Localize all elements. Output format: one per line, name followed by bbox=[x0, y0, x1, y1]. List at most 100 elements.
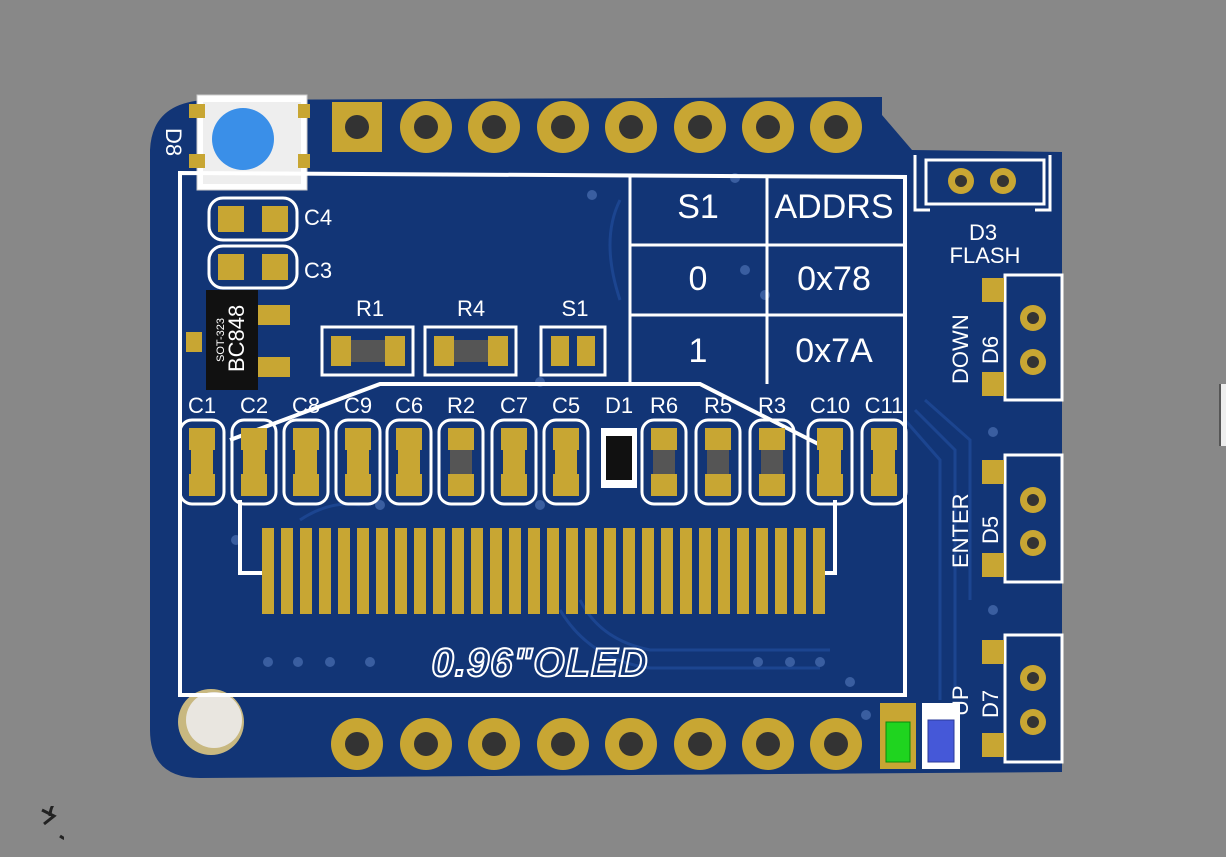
table-header-s1: S1 bbox=[677, 188, 719, 226]
label-s1: S1 bbox=[562, 296, 589, 321]
label-r4: R4 bbox=[457, 296, 485, 321]
label-c8: C8 bbox=[292, 393, 320, 418]
oled-fpc-pads bbox=[262, 528, 825, 614]
component-c9 bbox=[334, 418, 382, 506]
label-r1: R1 bbox=[356, 296, 384, 321]
address-table bbox=[628, 177, 905, 384]
label-d1: D1 bbox=[605, 393, 633, 418]
fpc-pad bbox=[813, 528, 825, 614]
component-c5 bbox=[542, 418, 590, 506]
label-c3: C3 bbox=[304, 258, 332, 283]
copper-traces bbox=[299, 199, 972, 700]
component-r6 bbox=[640, 418, 688, 506]
fpc-pad bbox=[756, 528, 768, 614]
button-down-label: DOWN bbox=[948, 314, 973, 384]
rgb-led-d8 bbox=[189, 94, 310, 191]
fpc-pad bbox=[528, 528, 540, 614]
bottom-header-pins bbox=[331, 718, 862, 770]
button-up-footprint bbox=[982, 633, 1064, 764]
transistor-bc848 bbox=[186, 290, 290, 390]
table-cell-addr-row2: 0x7A bbox=[795, 332, 873, 370]
fpc-pad bbox=[395, 528, 407, 614]
label-c5: C5 bbox=[552, 393, 580, 418]
oled-title: 0.96"OLED bbox=[432, 641, 649, 685]
button-enter-footprint bbox=[982, 453, 1064, 584]
fpc-pad bbox=[699, 528, 711, 614]
fpc-pad bbox=[604, 528, 616, 614]
fpc-pad bbox=[357, 528, 369, 614]
flash-button-footprint bbox=[913, 155, 1052, 212]
label-r5: R5 bbox=[704, 393, 732, 418]
label-c2: C2 bbox=[240, 393, 268, 418]
table-cell-addr-row1: 0x78 bbox=[797, 260, 871, 298]
jumper-s1 bbox=[539, 325, 607, 377]
component-c2 bbox=[230, 418, 278, 506]
component-c11 bbox=[860, 418, 908, 506]
table-header-addrs: ADDRS bbox=[774, 188, 893, 226]
fpc-pad bbox=[452, 528, 464, 614]
label-c6: C6 bbox=[395, 393, 423, 418]
table-cell-s1-row2: 1 bbox=[689, 332, 708, 370]
panel-handle-icon[interactable] bbox=[1219, 384, 1226, 446]
flash-pin-label: D3 bbox=[969, 220, 997, 245]
fpc-pad bbox=[775, 528, 787, 614]
fpc-pad bbox=[414, 528, 426, 614]
button-down-footprint bbox=[982, 273, 1064, 402]
fpc-pad bbox=[680, 528, 692, 614]
component-r3 bbox=[748, 418, 796, 506]
label-c1: C1 bbox=[188, 393, 216, 418]
capacitor-c4 bbox=[207, 196, 299, 242]
fpc-pad bbox=[566, 528, 578, 614]
fpc-pad bbox=[376, 528, 388, 614]
fpc-pad bbox=[433, 528, 445, 614]
fpc-pad bbox=[661, 528, 673, 614]
component-r2 bbox=[437, 418, 485, 506]
fpc-pad bbox=[737, 528, 749, 614]
top-header-pins bbox=[332, 101, 862, 153]
fpc-pad bbox=[642, 528, 654, 614]
button-up-pin: D7 bbox=[978, 690, 1003, 718]
fpc-pad bbox=[509, 528, 521, 614]
fpc-pad bbox=[623, 528, 635, 614]
blue-led bbox=[922, 703, 960, 769]
transistor-part: BC848 bbox=[224, 305, 249, 372]
capacitor-c3 bbox=[207, 244, 299, 290]
fpc-pad bbox=[490, 528, 502, 614]
label-c10: C10 bbox=[810, 393, 850, 418]
table-cell-s1-row1: 0 bbox=[689, 260, 708, 298]
fpc-pad bbox=[281, 528, 293, 614]
fpc-pad bbox=[319, 528, 331, 614]
fpc-pad bbox=[300, 528, 312, 614]
fpc-pad bbox=[794, 528, 806, 614]
button-enter-label: ENTER bbox=[948, 493, 973, 568]
fpc-pad bbox=[585, 528, 597, 614]
reload-icon[interactable] bbox=[8, 791, 100, 852]
flash-name-label: FLASH bbox=[950, 243, 1021, 268]
resistor-r1 bbox=[320, 325, 415, 377]
fpc-pad bbox=[471, 528, 483, 614]
button-enter-pin: D5 bbox=[978, 516, 1003, 544]
label-c7: C7 bbox=[500, 393, 528, 418]
component-row bbox=[178, 418, 908, 506]
green-led bbox=[880, 703, 916, 769]
button-down-pin: D6 bbox=[978, 336, 1003, 364]
fpc-pad bbox=[547, 528, 559, 614]
component-c7 bbox=[490, 418, 538, 506]
label-c9: C9 bbox=[344, 393, 372, 418]
component-c1 bbox=[178, 418, 226, 506]
label-r3: R3 bbox=[758, 393, 786, 418]
pin-d8-label: D8 bbox=[161, 128, 186, 156]
fpc-pad bbox=[718, 528, 730, 614]
component-c6 bbox=[385, 418, 433, 506]
component-c10 bbox=[806, 418, 854, 506]
fpc-pad bbox=[262, 528, 274, 614]
label-r6: R6 bbox=[650, 393, 678, 418]
label-c11: C11 bbox=[865, 393, 904, 418]
component-d1 bbox=[601, 428, 637, 488]
resistor-r4 bbox=[423, 325, 518, 377]
label-r2: R2 bbox=[447, 393, 475, 418]
fpc-pad bbox=[338, 528, 350, 614]
label-c4: C4 bbox=[304, 205, 332, 230]
